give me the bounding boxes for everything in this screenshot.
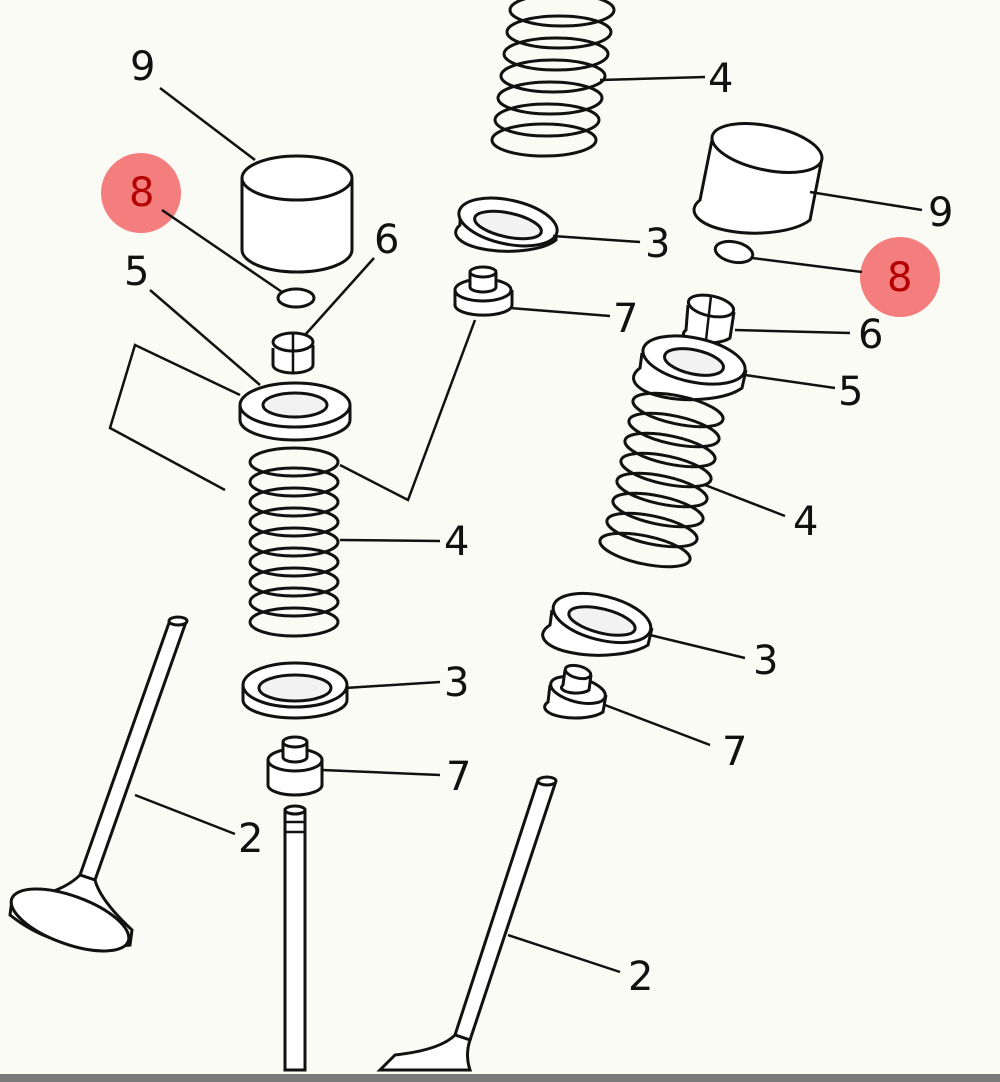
collet-right [681,293,736,345]
spring-seat-center [454,196,559,253]
callout-7-center: 7 [613,296,638,342]
callout-8-left: 8 [129,170,154,216]
callout-8-right: 8 [887,255,912,301]
stem-seal-center [453,265,514,317]
assembly-bracket-left [108,343,241,492]
callout-2-right: 2 [628,954,653,1000]
callout-4-left: 4 [444,519,469,565]
callout-5-left: 5 [124,249,149,295]
spring-seat-right [541,591,654,657]
callout-9-left: 9 [130,44,155,90]
shim-right [713,239,755,265]
valve-spring-top [490,0,616,158]
leader-bracket-center [339,319,477,502]
collet-left [271,331,315,375]
leader-lines [134,75,923,974]
callout-6-right: 6 [858,312,883,358]
valve-spring-left [248,446,340,638]
stem-seal-right [543,663,608,720]
highlight-circle-8-left [101,153,181,233]
callout-4-right: 4 [793,499,818,545]
callout-5-right: 5 [838,369,863,415]
callout-4-top: 4 [708,56,733,102]
valve-guide-left [283,804,307,1072]
spring-seat-left [241,661,349,720]
valve-right [376,775,558,1072]
callout-6-left: 6 [374,217,399,263]
callout-3-right: 3 [753,638,778,684]
valve-left [8,615,189,953]
callout-3-left: 3 [444,660,469,706]
callout-7-left: 7 [446,754,471,800]
callout-2-left: 2 [238,816,263,862]
tappet-bucket-right [692,122,824,235]
highlight-circle-8-right [860,237,940,317]
tappet-bucket-left [240,154,354,274]
shim-left [276,287,316,309]
callout-7-right: 7 [722,729,747,775]
spring-retainer-right [632,334,748,402]
bottom-border [0,1074,1000,1082]
valve-spring-right [598,391,725,569]
stem-seal-left [266,735,324,797]
spring-retainer-left [238,381,352,442]
callout-9-right: 9 [928,190,953,236]
callout-3-center: 3 [645,221,670,267]
